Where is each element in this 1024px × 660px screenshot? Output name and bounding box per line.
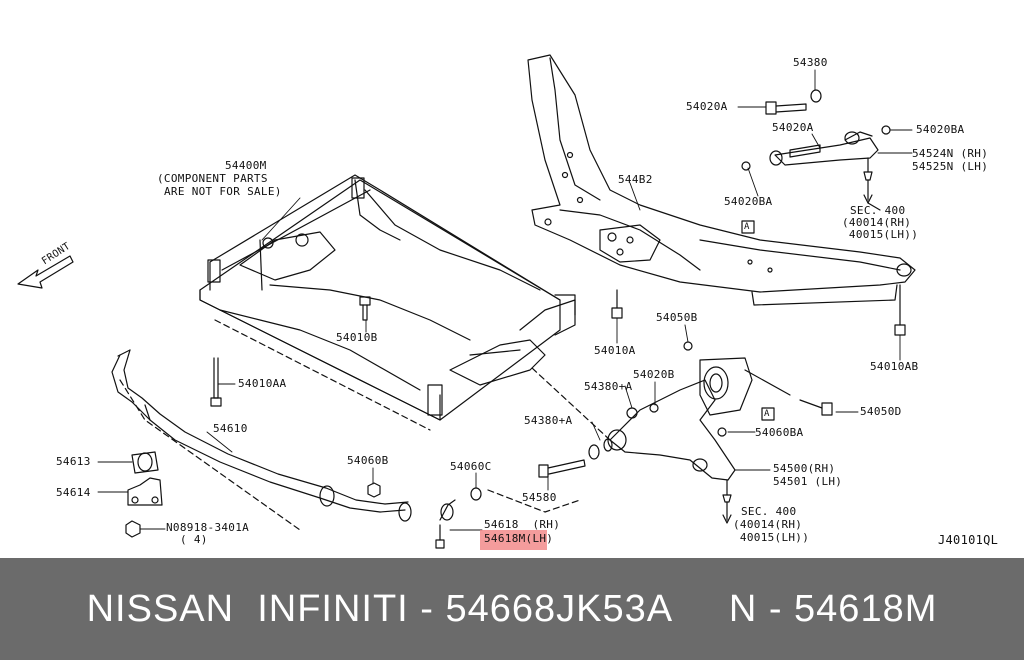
label-54613: 54613 <box>56 455 91 468</box>
label-sec400-top: SEC. 400 <box>850 204 906 217</box>
label-54618: 54618 (RH) <box>484 518 561 531</box>
label-ref-a-2: A <box>764 409 770 419</box>
label-sec400-bottom: SEC. 400 <box>741 505 797 518</box>
label-54380a-1: 54380+A <box>584 380 633 393</box>
label-54614: 54614 <box>56 486 91 499</box>
subframe-54400m <box>199 174 576 431</box>
label-544b2: 544B2 <box>618 173 653 186</box>
label-54500: 54500(RH) <box>773 462 836 475</box>
bushing-54613 <box>131 451 159 474</box>
label-54060ba: 54060BA <box>755 426 804 439</box>
footer-part-number: NISSAN INFINITI - 54668JK53A N - 54618M <box>86 588 938 630</box>
label-54020a-2: 54020A <box>772 121 814 134</box>
lower-link-54500 <box>531 341 833 524</box>
label-sec400-top-lh: 40015(LH)) <box>842 228 919 241</box>
nut-54060b <box>367 482 381 498</box>
label-54050d: 54050D <box>860 405 902 418</box>
label-54060b: 54060B <box>347 454 389 467</box>
bolt-54010b <box>359 296 371 321</box>
label-sec400-bottom-rh: (40014(RH) <box>733 518 803 531</box>
label-08918-qty: ( 4) <box>180 533 208 546</box>
label-54050b: 54050B <box>656 311 698 324</box>
diagram-drawing <box>17 54 916 549</box>
label-54010ab: 54010AB <box>870 360 919 373</box>
bracket-544b2 <box>527 54 916 306</box>
label-54060c: 54060C <box>450 460 492 473</box>
label-54010aa: 54010AA <box>238 377 287 390</box>
label-54020ba-1: 54020BA <box>916 123 965 136</box>
connecting-rod-54618 <box>435 487 581 549</box>
bolt-54010a <box>611 289 623 319</box>
upper-link-54524n <box>741 125 891 204</box>
label-54525n: 54525N (LH) <box>912 160 989 173</box>
label-54618m: 54618M(LH) <box>484 532 554 545</box>
label-54020b: 54020B <box>633 368 675 381</box>
bolt-54010aa <box>210 357 222 407</box>
label-54580: 54580 <box>522 491 557 504</box>
diagram-code: J40101QL <box>938 533 999 547</box>
bolt-54020a-top <box>765 89 822 115</box>
parts-diagram: 54380 54020A 54020A 54020BA 54524N (RH) … <box>17 54 999 550</box>
highlight-54618m <box>480 530 547 550</box>
label-sec400-bottom-lh: 40015(LH)) <box>733 531 810 544</box>
clamp-54614 <box>127 477 163 506</box>
label-component-parts-2: ARE NOT FOR SALE) <box>164 185 282 198</box>
label-54020a-1: 54020A <box>686 100 728 113</box>
stabilizer-bar-54610 <box>111 349 412 531</box>
front-arrow-icon <box>17 255 74 289</box>
label-54400m: 54400M <box>225 159 267 172</box>
leader-lines <box>97 69 913 531</box>
label-sec400-top-rh: (40014(RH) <box>842 216 912 229</box>
ref-box-a-upper <box>741 220 755 234</box>
ref-box-a-lower <box>761 407 775 421</box>
sec400-arrow-icon <box>867 202 881 211</box>
label-54501: 54501 (LH) <box>773 475 843 488</box>
label-54380a-2: 54380+A <box>524 414 573 427</box>
label-54020ba-2: 54020BA <box>724 195 773 208</box>
label-08918: N08918-3401A <box>166 521 250 534</box>
label-54010a: 54010A <box>594 344 636 357</box>
label-ref-a-1: A <box>744 222 750 232</box>
label-54010b: 54010B <box>336 331 378 344</box>
nut-08918 <box>125 520 141 538</box>
footer-bar: NISSAN INFINITI - 54668JK53A N - 54618M <box>0 558 1024 660</box>
label-54524n: 54524N (RH) <box>912 147 989 160</box>
label-54610: 54610 <box>213 422 248 435</box>
label-component-parts-1: (COMPONENT PARTS <box>157 172 268 185</box>
bolt-54580 <box>538 438 613 478</box>
label-54380-top: 54380 <box>793 56 828 69</box>
